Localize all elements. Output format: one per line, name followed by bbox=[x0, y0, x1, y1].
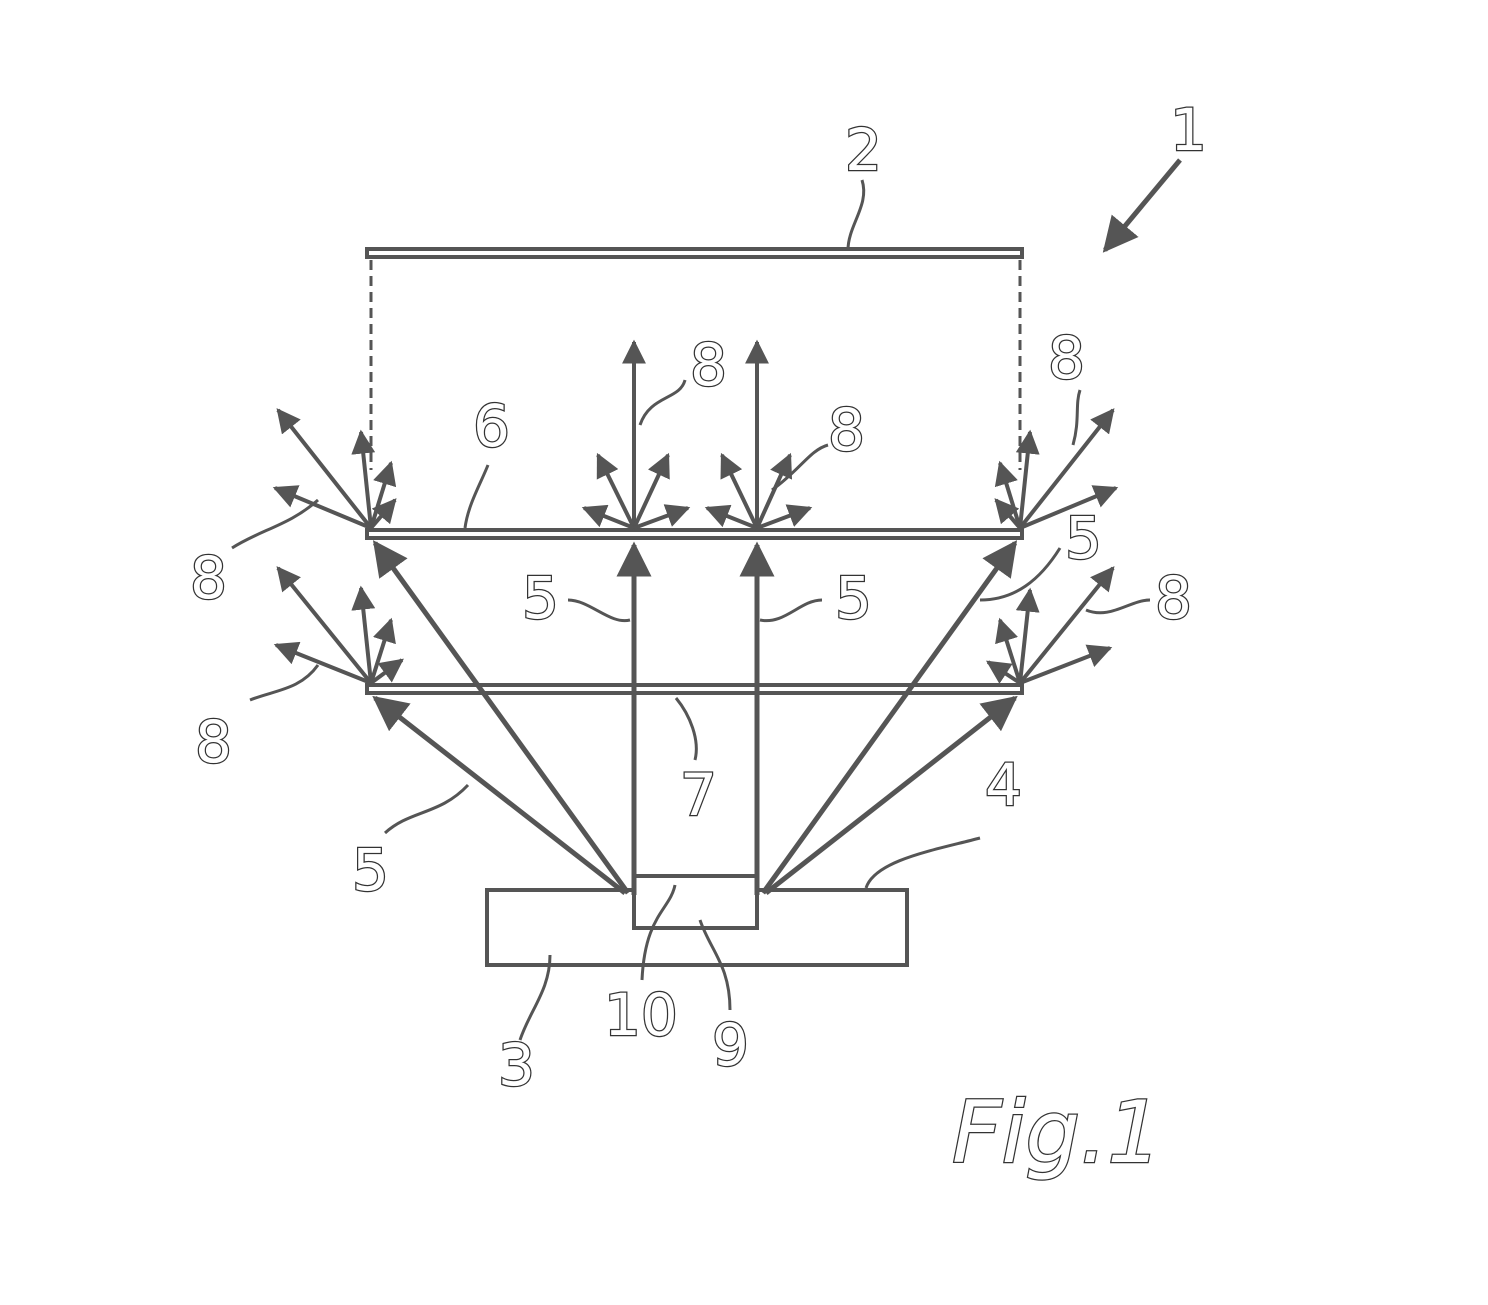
label-lower-sheet: 7 bbox=[680, 761, 717, 829]
leader-3 bbox=[518, 954, 552, 1041]
scatter-ray bbox=[369, 617, 396, 684]
leader-7 bbox=[674, 697, 698, 761]
label-ray-right-upper: 5 bbox=[1065, 504, 1102, 572]
scatter-ray bbox=[1015, 587, 1040, 684]
label-scattered-upper-right: 8 bbox=[1048, 324, 1085, 392]
label-target: 2 bbox=[845, 116, 882, 184]
scatter-ray bbox=[273, 641, 372, 685]
label-upper-sheet: 6 bbox=[473, 392, 510, 460]
leader-8-upper-left bbox=[231, 498, 319, 550]
scatter-ray bbox=[755, 452, 793, 529]
label-scattered-upper-left: 8 bbox=[190, 544, 227, 612]
scatter-ray bbox=[351, 585, 376, 684]
leader-4 bbox=[864, 836, 981, 889]
scatter-ray bbox=[276, 408, 373, 530]
scatter-ray bbox=[272, 485, 372, 530]
scatter-ray bbox=[369, 498, 397, 530]
scatter-ray bbox=[369, 658, 404, 685]
scatter-ray bbox=[581, 504, 635, 530]
leader-5-mid-left bbox=[567, 598, 631, 623]
leader-lines bbox=[231, 179, 1151, 1041]
primary-rays bbox=[372, 540, 1018, 895]
scatter-ray bbox=[1019, 485, 1119, 530]
leader-8-upper-mid bbox=[638, 379, 687, 426]
label-source: 9 bbox=[712, 1011, 749, 1079]
scatter-ray bbox=[1015, 429, 1040, 529]
leader-8-right-lower bbox=[1085, 598, 1151, 615]
ray-right-to-lower bbox=[764, 695, 1018, 895]
ray-left-to-lower bbox=[372, 695, 627, 895]
leader-5-mid-right bbox=[759, 598, 823, 623]
leader-8-lower-left bbox=[249, 664, 320, 702]
scatter-ray bbox=[704, 504, 758, 530]
target-plate bbox=[365, 247, 1024, 259]
leader-9 bbox=[698, 919, 732, 1011]
label-scattered-upper-mid: 8 bbox=[690, 331, 727, 399]
scattered-rays bbox=[272, 339, 1119, 685]
leader-5-right-upper bbox=[979, 547, 1062, 602]
ray-left-to-upper bbox=[372, 540, 631, 895]
scatter-ray bbox=[351, 429, 376, 529]
label-surface: 4 bbox=[985, 751, 1022, 819]
label-scattered-lower-left: 8 bbox=[195, 708, 232, 776]
label-ray-mid-left: 5 bbox=[522, 564, 559, 632]
ray-right-to-upper bbox=[760, 540, 1018, 895]
leader-6 bbox=[463, 464, 490, 529]
scatter-ray bbox=[995, 617, 1022, 684]
label-ray-lower-left: 5 bbox=[352, 836, 389, 904]
label-ray-mid-right: 5 bbox=[835, 564, 872, 632]
scatter-ray bbox=[720, 452, 759, 529]
lower-sheet bbox=[365, 683, 1024, 695]
leader-2 bbox=[846, 179, 866, 251]
label-emitter: 10 bbox=[604, 981, 678, 1049]
upper-sheet bbox=[365, 528, 1024, 540]
scatter-ray bbox=[276, 566, 373, 685]
label-scattered-right-lower: 8 bbox=[1155, 564, 1192, 632]
scatter-ray bbox=[1018, 566, 1115, 685]
scatter-ray bbox=[633, 504, 691, 530]
leader-10 bbox=[640, 884, 677, 981]
figure-caption: Fig.1 bbox=[952, 1083, 1162, 1183]
label-scattered-upper-midright: 8 bbox=[828, 396, 865, 464]
light-source bbox=[632, 874, 759, 930]
label-device: 1 bbox=[1170, 96, 1207, 164]
scatter-ray bbox=[596, 452, 636, 529]
leader-5-lower-left bbox=[383, 783, 470, 835]
scatter-ray bbox=[756, 504, 813, 530]
leader-8-upper-midright bbox=[771, 443, 829, 492]
leader-8-upper-right bbox=[1071, 389, 1082, 446]
scatter-ray bbox=[985, 660, 1022, 685]
label-base: 3 bbox=[498, 1031, 535, 1099]
scatter-ray bbox=[1018, 408, 1115, 530]
device-arrow bbox=[1102, 158, 1182, 253]
scatter-ray bbox=[632, 452, 670, 529]
scatter-ray bbox=[994, 498, 1022, 530]
scatter-ray bbox=[1019, 644, 1113, 685]
